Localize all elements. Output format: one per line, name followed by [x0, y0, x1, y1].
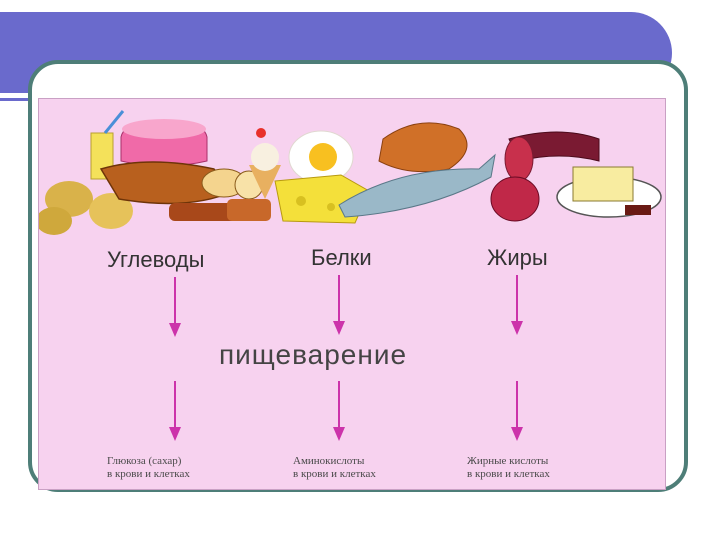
- protein-foods: [249, 122, 496, 224]
- arrow-digestion-to-glucose: [169, 381, 181, 441]
- result-amino-acids-line2: в крови и клетках: [293, 468, 376, 480]
- arrow-fats-to-digestion: [511, 275, 523, 335]
- arrow-proteins-to-digestion: [333, 275, 345, 335]
- result-fatty-acids: Жирные кислоты в крови и клетках: [467, 455, 550, 481]
- digestion-label: пищеварение: [219, 339, 408, 370]
- food-illustration: [39, 110, 662, 235]
- nutrient-label-fats: Жиры: [487, 245, 548, 270]
- nutrient-label-proteins: Белки: [311, 245, 372, 270]
- result-glucose-line2: в крови и клетках: [107, 468, 190, 480]
- result-fatty-acids-line2: в крови и клетках: [467, 468, 550, 480]
- carbohydrate-foods: [39, 110, 271, 235]
- fat-foods: [490, 131, 662, 222]
- arrow-digestion-to-amino-acids: [333, 381, 345, 441]
- result-amino-acids: Аминокислоты в крови и клетках: [293, 455, 376, 481]
- result-fatty-acids-line1: Жирные кислоты: [467, 455, 549, 467]
- digestion-diagram-panel: Углеводы Белки Жиры пищеварение Глюкоза …: [38, 98, 666, 490]
- result-glucose: Глюкоза (сахар) в крови и клетках: [107, 455, 190, 481]
- nutrient-label-carbohydrates: Углеводы: [107, 247, 205, 272]
- arrow-carbohydrates-to-digestion: [169, 277, 181, 337]
- result-amino-acids-line1: Аминокислоты: [293, 455, 365, 467]
- result-glucose-line1: Глюкоза (сахар): [107, 455, 182, 467]
- arrow-digestion-to-fatty-acids: [511, 381, 523, 441]
